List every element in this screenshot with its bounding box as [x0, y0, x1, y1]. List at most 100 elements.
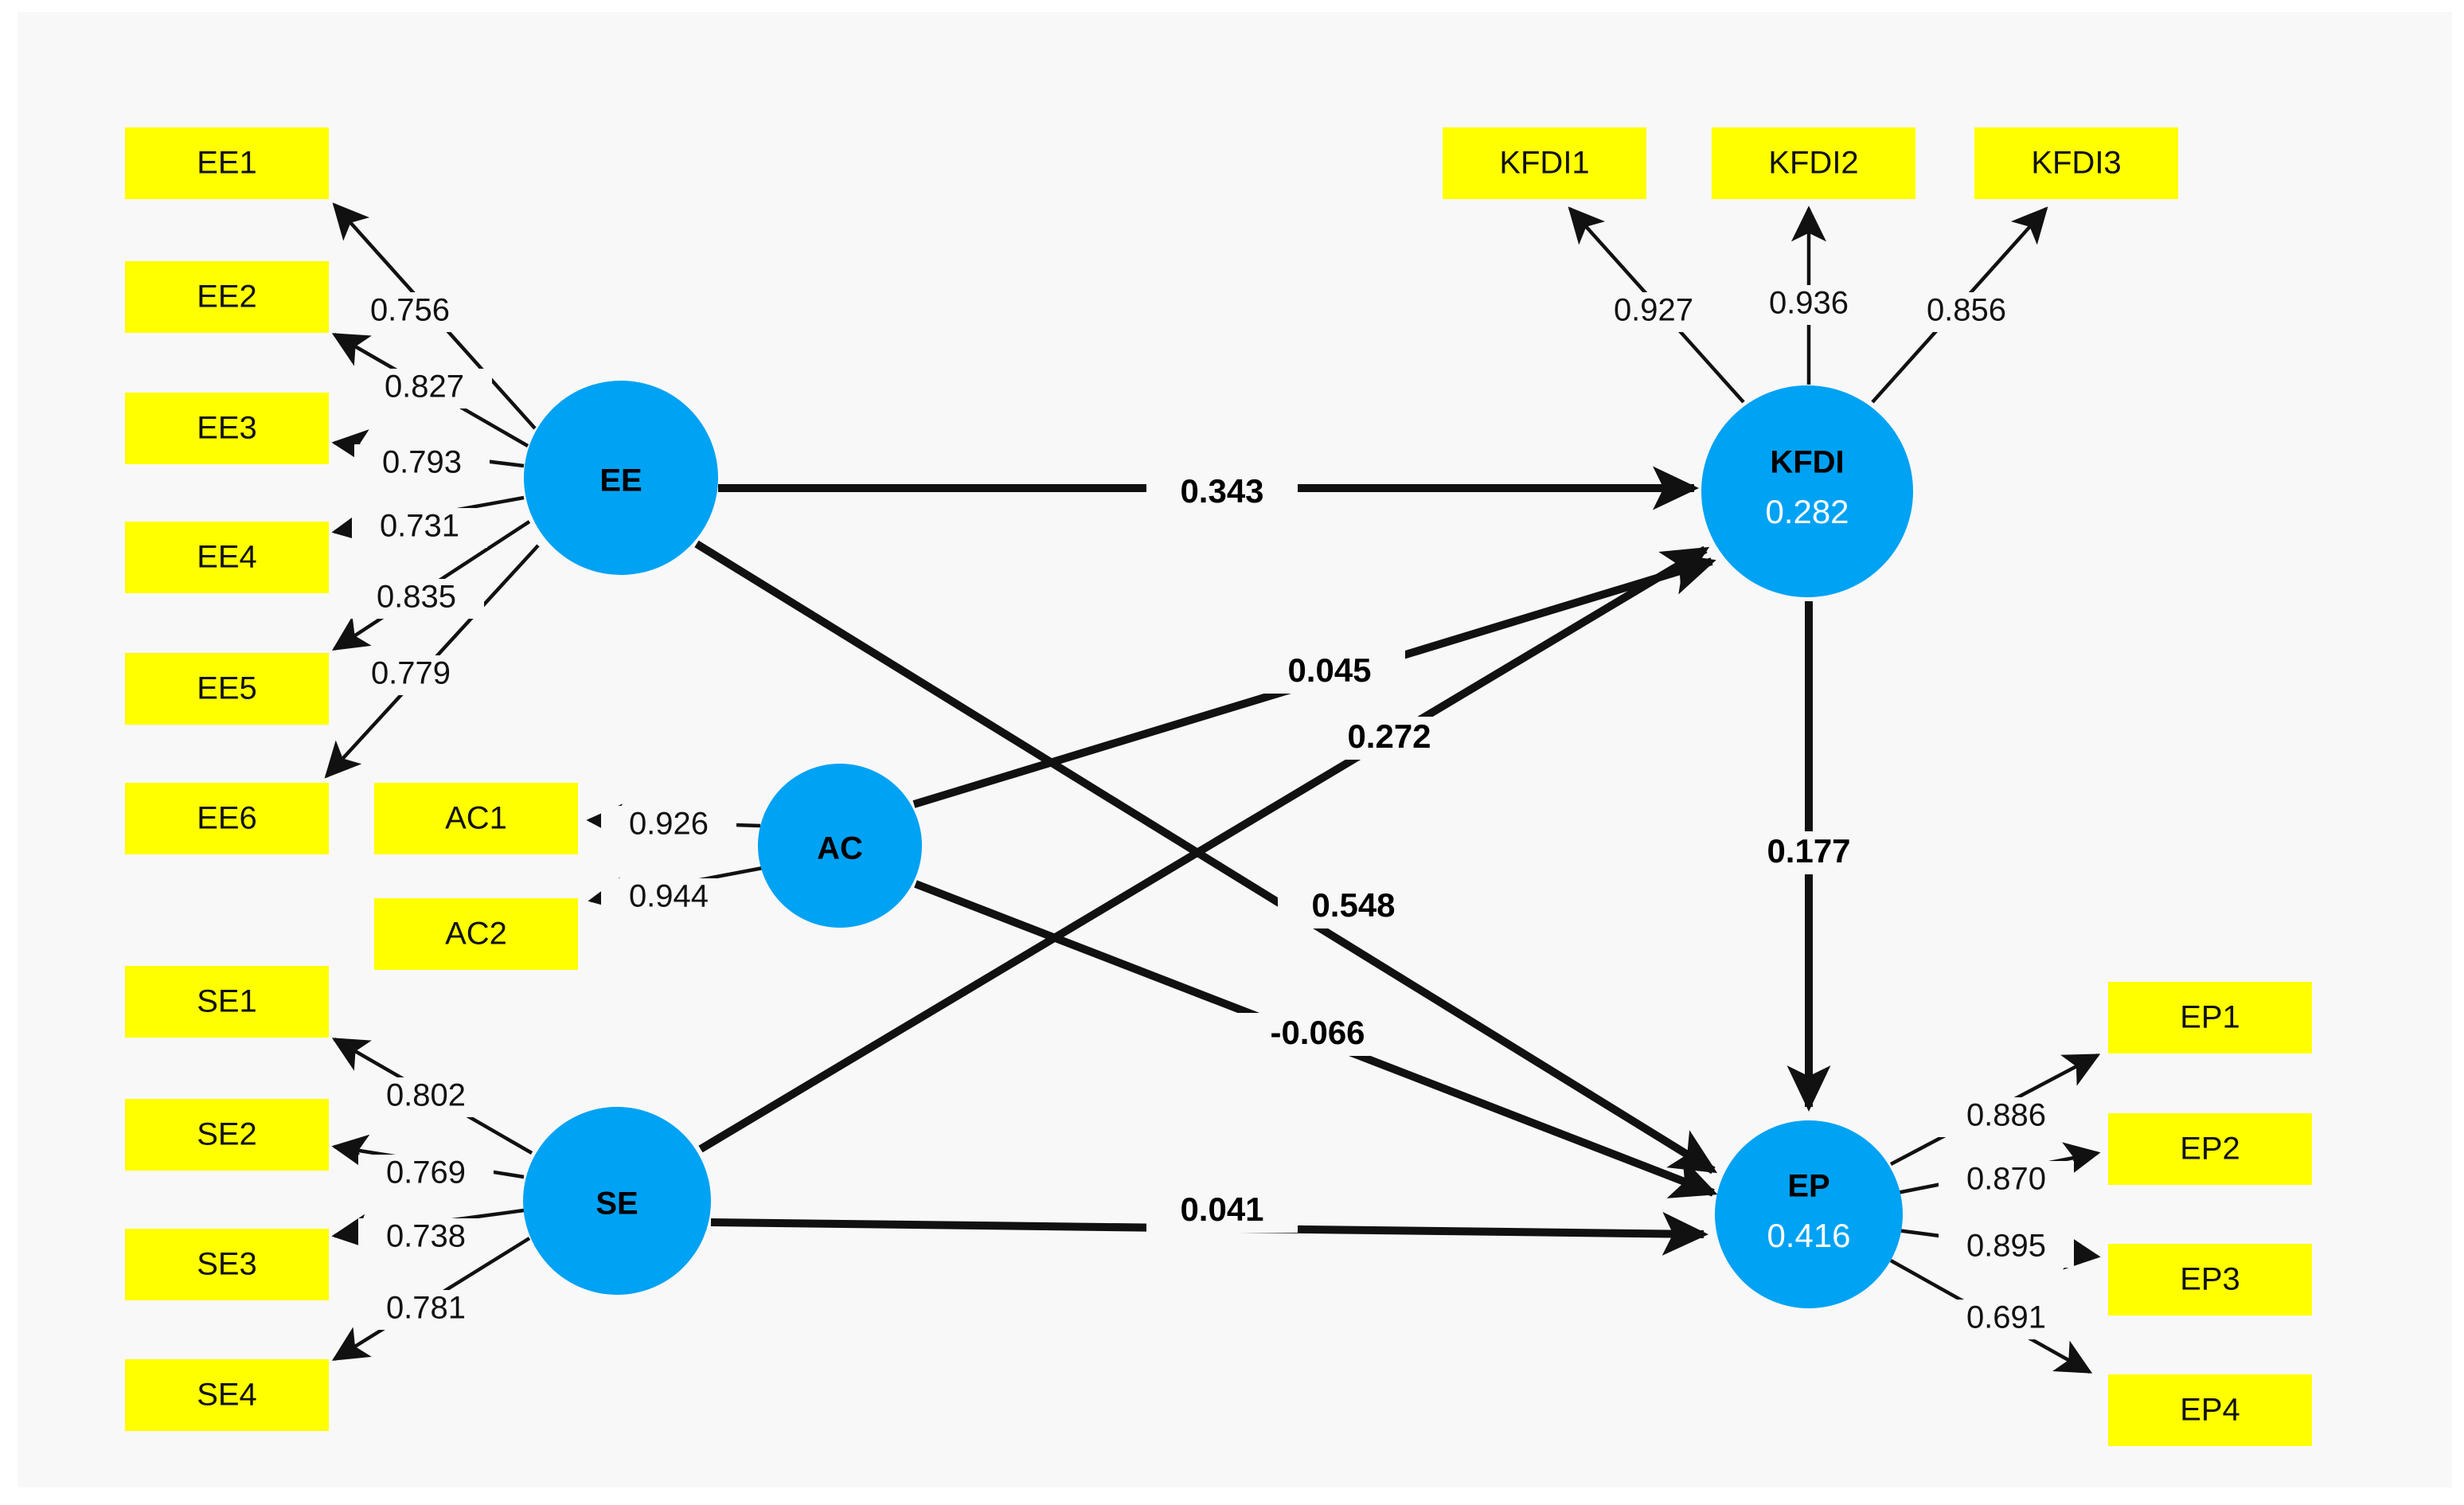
indicator-kfdi2[interactable]: KFDI2 — [1712, 127, 1915, 199]
loading-value-labels: 0.756 0.827 0.793 0.731 0.835 0.779 0.92… — [342, 285, 2074, 1339]
path-coefficient: 0.272 — [1347, 717, 1431, 755]
indicator-label: AC1 — [445, 801, 507, 836]
loading-label-ee-ee5: 0.835 — [349, 579, 484, 619]
loading-value: 0.944 — [629, 879, 709, 914]
path-label-kfdi-ep: 0.177 — [1733, 831, 1884, 874]
loading-label-ac-ac2: 0.944 — [601, 878, 736, 918]
construct-ep[interactable]: EP 0.416 — [1715, 1120, 1903, 1308]
path-coefficient: 0.041 — [1180, 1190, 1263, 1228]
loading-label-se-se1: 0.802 — [358, 1077, 494, 1117]
indicator-ep3[interactable]: EP3 — [2108, 1244, 2312, 1315]
construct-r2-value: 0.416 — [1767, 1217, 1850, 1254]
loading-label-ep-ep1: 0.886 — [1939, 1097, 2074, 1137]
construct-r2-value: 0.282 — [1765, 493, 1849, 530]
indicator-ac1[interactable]: AC1 — [374, 783, 578, 854]
path-label-se-kfdi: 0.045 — [1254, 651, 1405, 694]
loading-label-se-se3: 0.738 — [358, 1218, 494, 1258]
loading-label-ep-ep4: 0.691 — [1939, 1300, 2074, 1339]
loading-label-se-se2: 0.769 — [358, 1155, 494, 1194]
indicator-label: EE1 — [197, 146, 257, 181]
indicator-ep2[interactable]: EP2 — [2108, 1113, 2312, 1185]
indicator-label: EP3 — [2180, 1262, 2240, 1297]
path-label-ac-kfdi: 0.272 — [1314, 717, 1465, 760]
indicator-label: EE4 — [197, 540, 257, 575]
indicator-label: SE4 — [197, 1378, 257, 1413]
construct-ac[interactable]: AC — [758, 764, 922, 928]
indicator-label: AC2 — [445, 917, 507, 952]
path-coefficient: 0.343 — [1180, 472, 1263, 510]
path-label-ee-ep: 0.548 — [1278, 885, 1429, 928]
indicator-ee1[interactable]: EE1 — [125, 127, 329, 199]
indicator-label: EP4 — [2180, 1393, 2240, 1428]
loading-value: 0.793 — [382, 445, 462, 480]
indicator-label: EE5 — [197, 671, 257, 706]
loading-value: 0.886 — [1966, 1098, 2046, 1133]
loading-value: 0.835 — [377, 580, 456, 615]
indicator-label: EE6 — [197, 801, 257, 836]
indicator-ee2[interactable]: EE2 — [125, 261, 329, 333]
indicator-ee4[interactable]: EE4 — [125, 522, 329, 593]
construct-ee[interactable]: EE — [524, 381, 718, 575]
indicator-label: EP2 — [2180, 1132, 2240, 1167]
indicator-kfdi1[interactable]: KFDI1 — [1443, 127, 1646, 199]
loading-value: 0.895 — [1966, 1229, 2046, 1264]
path-label-se-ep: 0.041 — [1146, 1190, 1298, 1233]
indicator-label: EE3 — [197, 411, 257, 446]
indicator-label: KFDI2 — [1768, 146, 1858, 181]
indicator-label: SE2 — [197, 1117, 257, 1152]
indicator-label: KFDI3 — [2031, 146, 2121, 181]
path-coefficient: 0.548 — [1311, 886, 1395, 924]
loading-value: 0.731 — [380, 509, 459, 544]
loading-value: 0.936 — [1769, 286, 1849, 321]
loading-value: 0.756 — [370, 293, 450, 328]
loading-label-ee-ee1: 0.756 — [342, 292, 478, 332]
path-coefficient: 0.177 — [1767, 832, 1850, 870]
path-label-ac-ep: -0.066 — [1234, 1013, 1403, 1056]
indicator-se2[interactable]: SE2 — [125, 1099, 329, 1171]
construct-kfdi[interactable]: KFDI 0.282 — [1701, 385, 1913, 597]
indicator-se4[interactable]: SE4 — [125, 1359, 329, 1431]
loading-value: 0.738 — [386, 1219, 466, 1254]
indicator-ee3[interactable]: EE3 — [125, 393, 329, 464]
loading-label-ep-ep2: 0.870 — [1939, 1161, 2074, 1201]
construct-name: SE — [595, 1186, 638, 1222]
indicator-ee5[interactable]: EE5 — [125, 653, 329, 725]
loading-label-ee-ee3: 0.793 — [354, 444, 490, 484]
loading-label-ee-ee6: 0.779 — [343, 655, 478, 695]
loading-label-kfdi-kfdi3: 0.856 — [1899, 292, 2034, 332]
indicator-ee6[interactable]: EE6 — [125, 783, 329, 854]
construct-name: KFDI — [1770, 445, 1844, 480]
loading-value: 0.691 — [1966, 1300, 2046, 1335]
indicator-se1[interactable]: SE1 — [125, 966, 329, 1038]
loading-value: 0.926 — [629, 807, 709, 842]
indicator-ep1[interactable]: EP1 — [2108, 982, 2312, 1054]
indicator-boxes: EE1 EE2 EE3 EE4 EE5 EE6 — [125, 127, 2312, 1446]
indicator-kfdi3[interactable]: KFDI3 — [1974, 127, 2178, 199]
loading-value: 0.927 — [1614, 293, 1693, 328]
loading-value: 0.856 — [1927, 293, 2006, 328]
path-coefficient: -0.066 — [1270, 1014, 1365, 1051]
path-label-ee-kfdi: 0.343 — [1146, 471, 1298, 514]
loading-label-se-se4: 0.781 — [358, 1290, 494, 1330]
path-coefficient: 0.045 — [1287, 651, 1371, 689]
construct-name: EP — [1787, 1169, 1829, 1204]
loading-label-ee-ee4: 0.731 — [352, 508, 487, 548]
indicator-ep4[interactable]: EP4 — [2108, 1374, 2312, 1446]
indicator-ac2[interactable]: AC2 — [374, 898, 578, 970]
loading-label-kfdi-kfdi2: 0.936 — [1741, 285, 1876, 325]
loading-label-ep-ep3: 0.895 — [1939, 1228, 2074, 1268]
loading-value: 0.769 — [386, 1155, 466, 1190]
construct-name: EE — [599, 463, 642, 498]
loading-label-kfdi-kfdi1: 0.927 — [1586, 292, 1721, 332]
loading-value: 0.827 — [385, 369, 464, 405]
path-arrow-ee-ep — [694, 540, 1718, 1175]
construct-name: AC — [817, 831, 863, 866]
construct-circles: EE AC SE KFDI 0.282 EP 0.416 — [523, 381, 1913, 1308]
indicator-label: SE3 — [197, 1247, 257, 1282]
construct-se[interactable]: SE — [523, 1107, 711, 1295]
indicator-se3[interactable]: SE3 — [125, 1229, 329, 1300]
indicator-label: EP1 — [2180, 1000, 2240, 1035]
loading-value: 0.802 — [386, 1078, 466, 1113]
